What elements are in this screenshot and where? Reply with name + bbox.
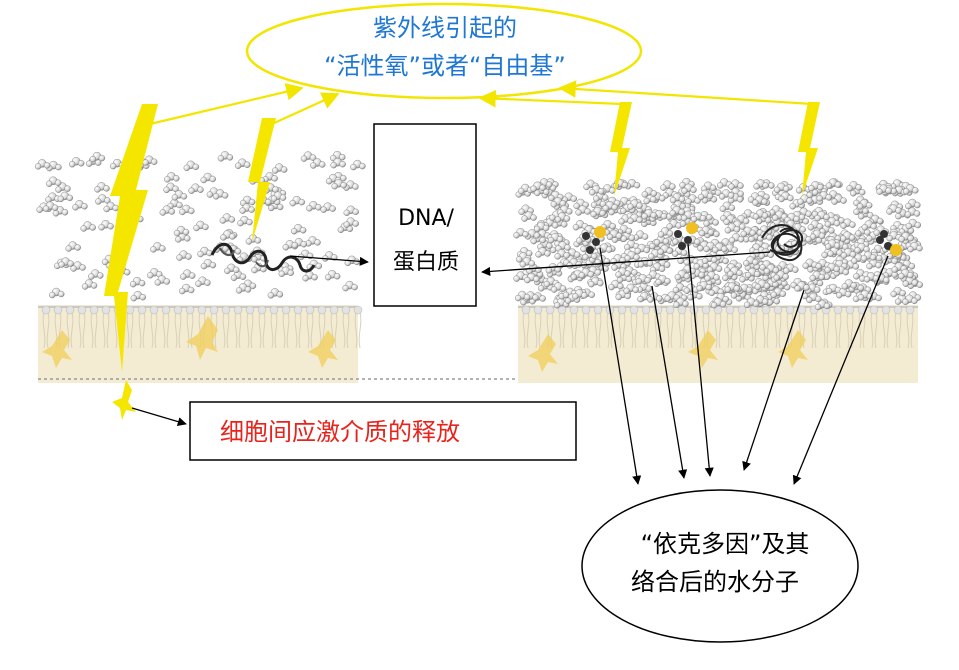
dna-protein-box — [373, 123, 477, 307]
protein-tangle — [761, 224, 804, 262]
release-box — [189, 401, 577, 461]
dna-label-line2: 蛋白质 — [392, 250, 459, 275]
ros-title-line1: 紫外线引起的 — [373, 14, 517, 42]
lightning-bolt-large — [104, 104, 158, 372]
dna-label-line1: DNA/ — [398, 206, 454, 231]
black-arrows — [131, 243, 889, 485]
membrane-left — [38, 305, 920, 383]
lightning-bolt — [610, 102, 632, 196]
membrane-right — [518, 305, 918, 383]
lipid-tails-right — [521, 305, 915, 349]
ectoine-ellipse — [581, 489, 859, 643]
ectoine-molecule — [674, 222, 698, 250]
ectoine-label-line1: “依克多因”及其 — [640, 530, 810, 558]
ectoine-molecule — [582, 226, 606, 254]
ros-title-line2: “活性氧”或者“自由基” — [324, 52, 566, 80]
lightning-bolt — [248, 118, 276, 242]
ectoine-molecule — [876, 230, 902, 256]
water-molecules-sparse — [34, 150, 366, 302]
release-label: 细胞间应激介质的释放 — [220, 418, 460, 446]
ros-arrows — [149, 80, 813, 126]
release-glow — [112, 380, 136, 420]
lightning-bolt — [798, 102, 820, 196]
ros-ellipse — [245, 2, 643, 100]
ectoine-label-line2: 络合后的水分子 — [631, 568, 799, 596]
water-molecules-dense — [513, 177, 924, 311]
